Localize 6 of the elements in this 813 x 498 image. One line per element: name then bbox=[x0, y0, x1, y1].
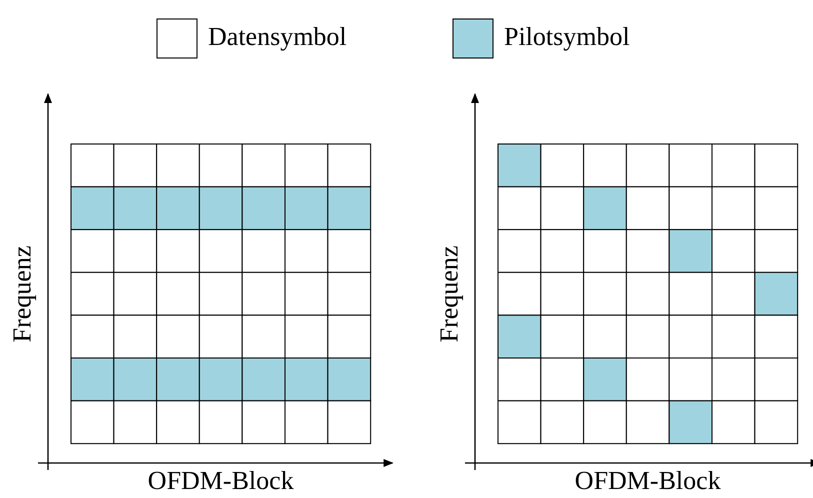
axis-label: OFDM-Block bbox=[148, 466, 294, 496]
axis-label: Frequenz bbox=[6, 246, 37, 342]
axis-label: OFDM-Block bbox=[574, 466, 721, 496]
legend-label: Datensymbol bbox=[208, 22, 347, 52]
axis-label: Frequenz bbox=[434, 246, 464, 342]
legend-label: Pilotsymbol bbox=[504, 22, 630, 52]
